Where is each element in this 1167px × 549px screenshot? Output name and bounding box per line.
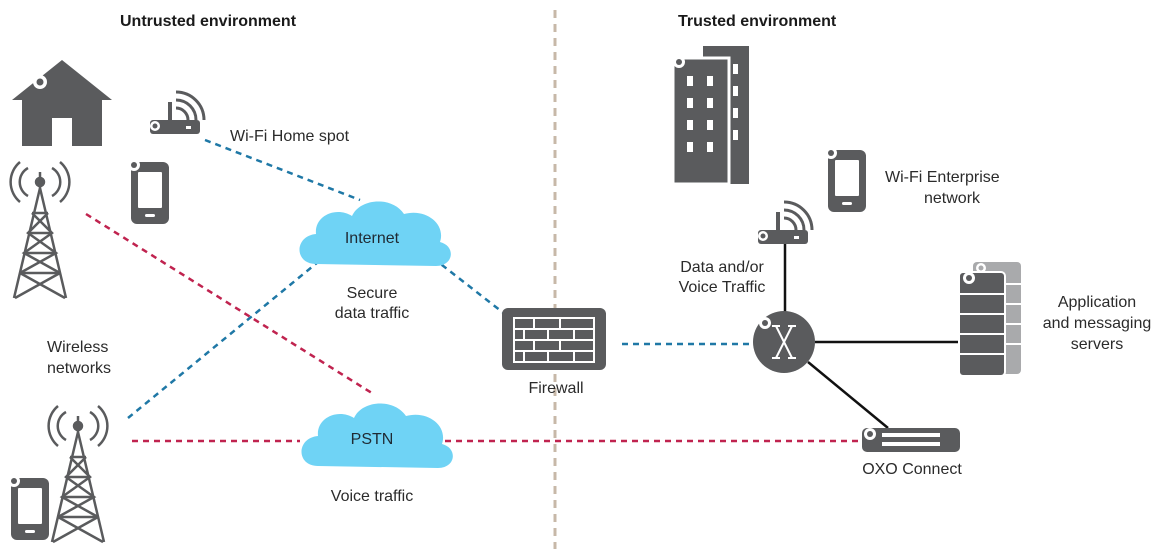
link-switch-oxo	[807, 361, 889, 429]
app-servers-label-2: and messaging	[1043, 315, 1152, 332]
smartphone-icon	[8, 475, 49, 540]
wireless-networks-label-2: networks	[47, 360, 111, 377]
server-rack-icon	[958, 262, 1021, 377]
data-links	[127, 138, 752, 419]
voice-links	[85, 212, 862, 443]
internet-label: Internet	[345, 230, 400, 247]
smartphone-icon	[825, 147, 866, 212]
data-voice-label-1: Data and/or	[680, 259, 764, 276]
switch-icon	[753, 311, 815, 373]
link-internet-firewall	[432, 257, 511, 319]
data-voice-label-2: Voice Traffic	[679, 279, 766, 296]
house-icon	[12, 60, 112, 146]
voice-traffic-label: Voice traffic	[331, 488, 413, 505]
wifi-enterprise-label-1: Wi-Fi Enterprise	[885, 169, 1000, 186]
app-servers-label-3: servers	[1071, 336, 1123, 353]
cell-tower-icon	[9, 160, 71, 300]
firewall-icon	[502, 308, 606, 370]
wifi-home-spot-label: Wi-Fi Home spot	[230, 128, 350, 145]
app-servers-label-1: Application	[1058, 294, 1136, 311]
link-tower-pstn	[85, 212, 376, 397]
oxo-connect-label: OXO Connect	[862, 461, 962, 478]
wifi-enterprise-label-2: network	[924, 190, 981, 207]
secure-data-traffic-label-1: Secure	[347, 285, 398, 302]
office-building-icon	[671, 46, 749, 186]
pstn-label: PSTN	[351, 431, 394, 448]
cell-tower-icon	[47, 404, 109, 544]
trusted-heading: Trusted environment	[678, 13, 837, 30]
wireless-networks-label-1: Wireless	[47, 339, 108, 356]
link-router-internet	[204, 138, 361, 202]
router-icon	[756, 200, 814, 246]
lan-links	[783, 244, 962, 429]
link-tower-internet	[127, 261, 319, 419]
smartphone-icon	[128, 159, 169, 224]
secure-data-traffic-label-2: data traffic	[335, 305, 409, 322]
firewall-label: Firewall	[528, 380, 583, 397]
oxo-appliance-icon	[862, 428, 960, 452]
router-icon	[148, 90, 206, 136]
untrusted-heading: Untrusted environment	[120, 13, 297, 30]
